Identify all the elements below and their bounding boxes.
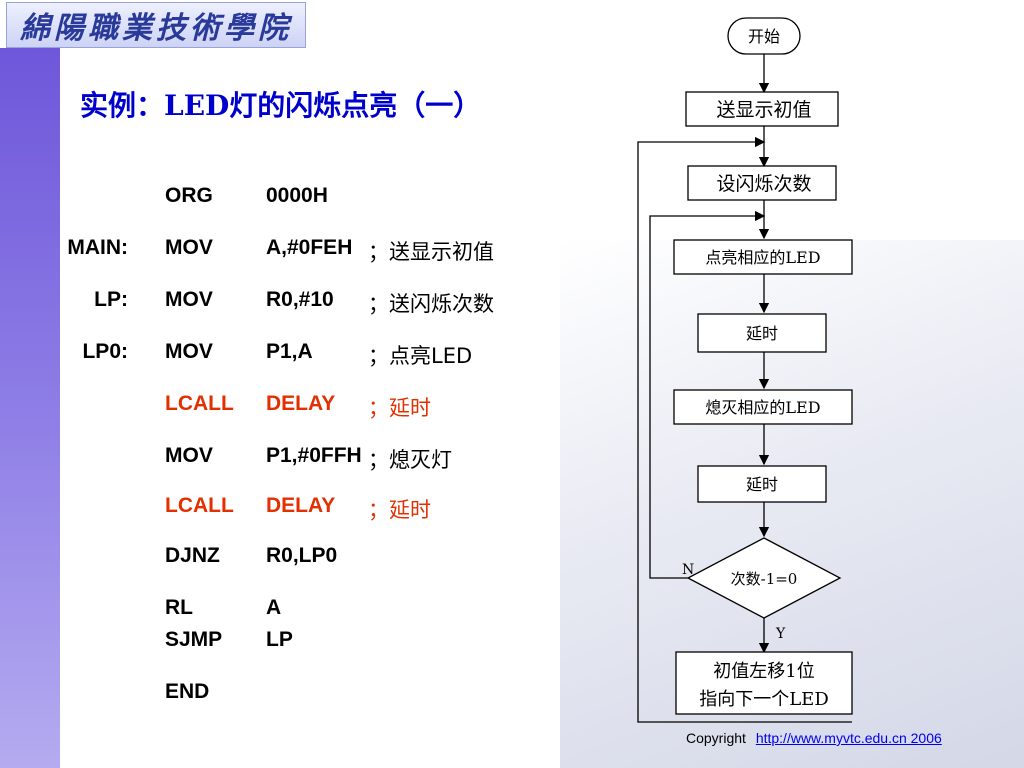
code-line: MAIN: MOV A,#0FEH ；送显示初值	[0, 236, 560, 266]
flow-step-light-led	[673, 239, 853, 275]
code-operand: P1,A	[266, 340, 313, 363]
code-line: SJMP LP	[0, 628, 560, 658]
flow-yes-label: Y	[775, 626, 786, 642]
code-opcode: LCALL	[165, 494, 234, 517]
code-line: DJNZ R0,LP0	[0, 544, 560, 574]
code-opcode: MOV	[165, 444, 213, 467]
code-operand: 0000H	[266, 184, 328, 207]
flow-no-label: N	[682, 562, 694, 578]
code-line: LCALL DELAY ；延时	[0, 392, 560, 422]
flow-decision-count-label: 次数-1=0	[731, 570, 798, 588]
code-opcode: SJMP	[165, 628, 223, 651]
code-label: MAIN:	[67, 236, 128, 259]
code-opcode: MOV	[165, 236, 213, 259]
flow-start-node	[727, 17, 801, 55]
flow-step-delay-2	[697, 465, 827, 503]
code-comment: ；熄灭灯	[368, 448, 452, 472]
flow-step-shift-left-line1: 初值左移1位	[713, 661, 814, 682]
copyright-label: Copyright	[686, 730, 746, 746]
code-comment: ；送显示初值	[368, 240, 494, 264]
code-label: LP0:	[82, 340, 128, 363]
flow-step-turn-off-led-label: 熄灭相应的LED	[705, 398, 820, 417]
code-opcode: END	[165, 680, 210, 703]
code-label: LP:	[94, 288, 128, 311]
code-line: END	[0, 680, 560, 710]
code-opcode: ORG	[165, 184, 213, 207]
code-operand: DELAY	[266, 392, 336, 415]
flow-step-set-count	[687, 165, 837, 201]
code-comment: ；点亮LED	[368, 344, 473, 368]
code-operand: P1,#0FFH	[266, 444, 362, 467]
flow-step-delay-1	[697, 313, 827, 353]
code-line: RL A	[0, 596, 560, 626]
flow-decision-count	[686, 537, 842, 619]
code-line: MOV P1,#0FFH ；熄灭灯	[0, 444, 560, 474]
college-website-link[interactable]: http://www.myvtc.edu.cn 2006	[755, 730, 942, 746]
code-operand: A	[266, 596, 282, 619]
code-operand: LP	[266, 628, 293, 651]
code-comment: ；延时	[368, 396, 431, 420]
flow-step-set-count-label: 设闪烁次数	[716, 173, 811, 195]
code-line: LP: MOV R0,#10 ；送闪烁次数	[0, 288, 560, 318]
left-sidebar-band	[0, 0, 60, 768]
code-line: LCALL DELAY ；延时	[0, 494, 560, 524]
code-line: ORG 0000H	[0, 184, 560, 214]
flow-step-turn-off-led	[673, 389, 853, 425]
code-opcode: RL	[165, 596, 193, 619]
code-opcode: MOV	[165, 340, 213, 363]
flow-step-shift-left-line2: 指向下一个LED	[699, 689, 829, 710]
flow-start-label: 开始	[748, 27, 780, 46]
flow-step-light-led-label: 点亮相应的LED	[705, 248, 820, 267]
flow-step-init-display	[685, 91, 839, 127]
code-opcode: DJNZ	[165, 544, 220, 567]
slide-title: 实例：LED灯的闪烁点亮（一）	[80, 89, 482, 122]
code-operand: R0,#10	[266, 288, 334, 311]
code-comment: ；延时	[368, 498, 431, 522]
code-operand: A,#0FEH	[266, 236, 353, 259]
copyright-footer: Copyright http://www.myvtc.edu.cn 2006	[686, 730, 942, 746]
code-operand: R0,LP0	[266, 544, 338, 567]
college-logo: 綿陽職業技術學院	[6, 2, 306, 48]
flow-step-delay-1-label: 延时	[746, 324, 778, 343]
code-operand: DELAY	[266, 494, 336, 517]
program-flowchart: 开始 送显示初值 设闪烁次数 点亮相应的LED 延时 熄灭相应的LED 延时 次…	[637, 17, 853, 723]
code-comment: ；送闪烁次数	[368, 292, 494, 316]
code-opcode: LCALL	[165, 392, 234, 415]
flow-step-shift-left	[675, 651, 853, 715]
flow-step-init-display-label: 送显示初值	[716, 99, 811, 121]
code-opcode: MOV	[165, 288, 213, 311]
code-line: LP0: MOV P1,A ；点亮LED	[0, 340, 560, 370]
flow-step-delay-2-label: 延时	[746, 475, 778, 494]
